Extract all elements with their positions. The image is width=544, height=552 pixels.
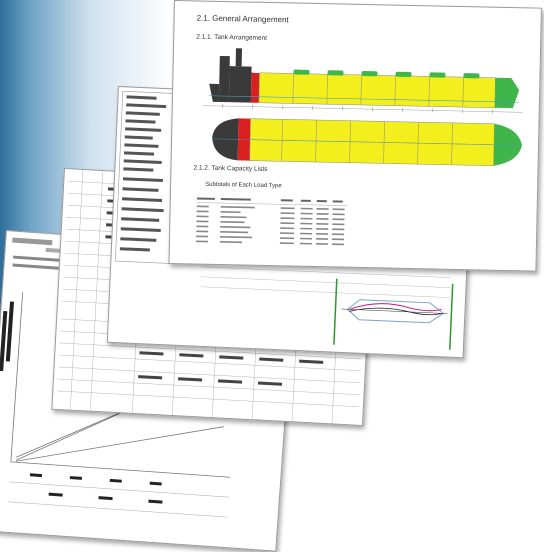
section-title-tank-arrangement: 2.1.1. Tank Arrangement — [196, 33, 267, 41]
capacity-table-drawing — [196, 196, 397, 260]
ship-side-profile — [203, 48, 524, 115]
sheet-general-arrangement: 2.1. General Arrangement 2.1.1. Tank Arr… — [168, 0, 541, 272]
tank-arrangement-drawing — [171, 41, 540, 199]
page-title: 2.1. General Arrangement — [197, 13, 289, 24]
section-curve — [334, 279, 453, 350]
ship-plan-view — [212, 118, 523, 166]
